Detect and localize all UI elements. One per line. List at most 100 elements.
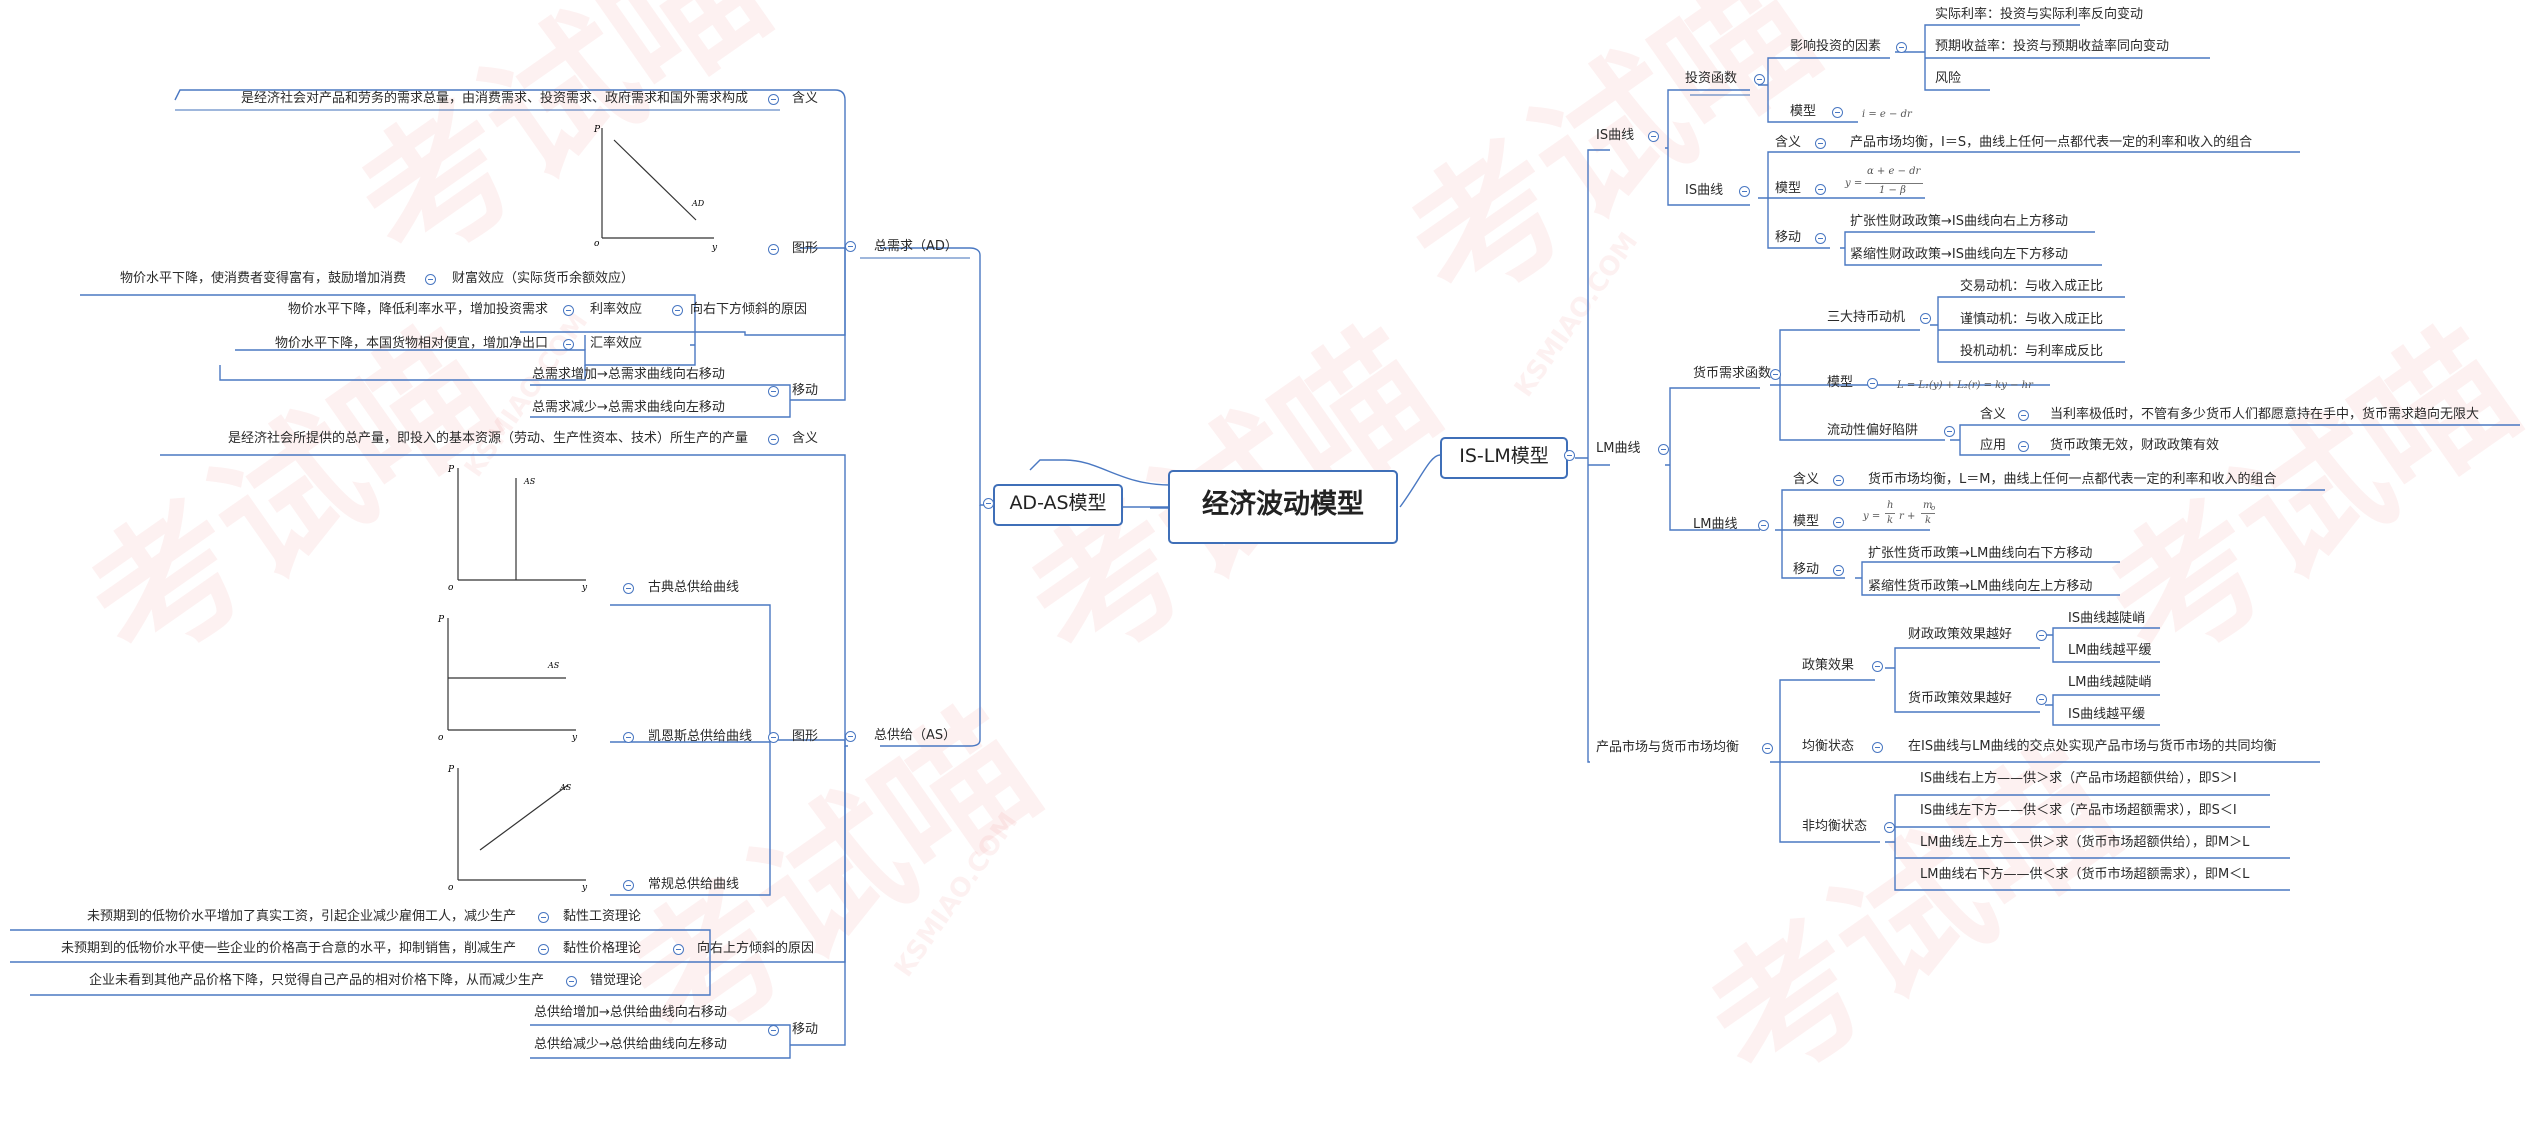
liquidity-trap-label[interactable]: 流动性偏好陷阱 [1827,423,1919,438]
is-model-label[interactable]: 模型 [1775,181,1802,196]
slope-reason-label[interactable]: 向右下方倾斜的原因 [690,302,808,317]
invest-factors-label[interactable]: 影响投资的因素 [1790,39,1882,54]
collapse-icon[interactable] [1564,450,1575,461]
lm-meaning-label[interactable]: 含义 [1793,472,1820,487]
collapse-icon[interactable] [768,1025,779,1036]
collapse-icon[interactable] [1648,131,1659,142]
is-node[interactable]: IS曲线 [1596,128,1635,143]
collapse-icon[interactable] [2018,410,2029,421]
effect-rate-name[interactable]: 利率效应 [590,302,643,317]
invest-function-node[interactable]: 投资函数 [1685,71,1738,86]
collapse-icon[interactable] [1872,742,1883,753]
collapse-icon[interactable] [1758,520,1769,531]
imbalance-label[interactable]: 非均衡状态 [1802,819,1868,834]
as-graph-p: P [447,765,455,775]
ad-graph-label[interactable]: 图形 [792,241,819,256]
collapse-icon[interactable] [1833,475,1844,486]
collapse-icon[interactable] [1658,444,1669,455]
collapse-icon[interactable] [1815,184,1826,195]
is-move-label[interactable]: 移动 [1775,230,1802,245]
as-meaning-text: 是经济社会所提供的总产量，即投入的基本资源（劳动、生产性资本、技术）所生产的产量 [227,431,748,446]
invest-model-label[interactable]: 模型 [1790,104,1817,119]
collapse-icon[interactable] [768,244,779,255]
collapse-icon[interactable] [1872,661,1883,672]
collapse-icon[interactable] [566,976,577,987]
ad-move-label[interactable]: 移动 [792,383,819,398]
collapse-icon[interactable] [768,732,779,743]
classical-as-curve-name[interactable]: 古典总供给曲线 [648,580,740,595]
collapse-icon[interactable] [1815,138,1826,149]
collapse-icon[interactable] [1815,233,1826,244]
as-graph-curve: AS [523,477,536,486]
collapse-icon[interactable] [563,339,574,350]
collapse-icon[interactable] [845,241,856,252]
collapse-icon[interactable] [2018,441,2029,452]
money-demand-node[interactable]: 货币需求函数 [1693,366,1772,381]
policy-effect-label[interactable]: 政策效果 [1802,658,1855,673]
collapse-icon[interactable] [1739,186,1750,197]
collapse-icon[interactable] [538,912,549,923]
collapse-icon[interactable] [673,944,684,955]
collapse-icon[interactable] [1867,378,1878,389]
collapse-icon[interactable] [1754,74,1765,85]
collapse-icon[interactable] [563,305,574,316]
is-meaning-label[interactable]: 含义 [1775,135,1802,150]
lm-curve-node[interactable]: LM曲线 [1693,517,1738,532]
motives-label[interactable]: 三大持币动机 [1827,310,1906,325]
as-meaning-label[interactable]: 含义 [792,431,819,446]
sticky-price-name[interactable]: 黏性价格理论 [563,941,642,956]
collapse-icon[interactable] [623,732,634,743]
collapse-icon[interactable] [1944,426,1955,437]
lm-node[interactable]: LM曲线 [1596,441,1641,456]
as-node[interactable]: 总供给（AS） [874,728,957,743]
collapse-icon[interactable] [1920,313,1931,324]
is-lm-model-node[interactable]: IS-LM模型 [1440,437,1568,479]
collapse-icon[interactable] [538,944,549,955]
ad-graph-y: y [711,243,718,253]
keynes-as-curve-name[interactable]: 凯恩斯总供给曲线 [648,729,753,744]
money-demand-formula: L = L₁(y) + L₂(r) = ky − hr [1897,380,2033,391]
collapse-icon[interactable] [768,94,779,105]
balance-label[interactable]: 均衡状态 [1802,739,1855,754]
collapse-icon[interactable] [1833,517,1844,528]
is-curve-node[interactable]: IS曲线 [1685,183,1724,198]
illusion-name[interactable]: 错觉理论 [590,973,643,988]
motive-2: 谨慎动机：与收入成正比 [1960,312,2104,327]
collapse-icon[interactable] [768,386,779,397]
collapse-icon[interactable] [768,434,779,445]
fiscal-effect-label[interactable]: 财政政策效果越好 [1908,627,2013,642]
normal-as-curve-name[interactable]: 常规总供给曲线 [648,877,740,892]
money-demand-model-label[interactable]: 模型 [1827,375,1854,390]
collapse-icon[interactable] [1762,743,1773,754]
ad-meaning-label[interactable]: 含义 [792,91,819,106]
sticky-wage-name[interactable]: 黏性工资理论 [563,909,642,924]
as-graph-label[interactable]: 图形 [792,729,819,744]
collapse-icon[interactable] [1896,42,1907,53]
as-slope-reason-label[interactable]: 向右上方倾斜的原因 [697,941,815,956]
collapse-icon[interactable] [2036,630,2047,641]
monetary-effect-label[interactable]: 货币政策效果越好 [1908,691,2013,706]
ad-as-model-node[interactable]: AD-AS模型 [993,484,1123,526]
collapse-icon[interactable] [1770,369,1781,380]
central-topic[interactable]: 经济波动模型 [1168,470,1398,544]
equilibrium-node[interactable]: 产品市场与货币市场均衡 [1596,740,1740,755]
collapse-icon[interactable] [623,880,634,891]
effect-fx-name[interactable]: 汇率效应 [590,336,643,351]
lm-model-label[interactable]: 模型 [1793,514,1820,529]
collapse-icon[interactable] [1832,107,1843,118]
collapse-icon[interactable] [1884,822,1895,833]
collapse-icon[interactable] [2036,694,2047,705]
trap-meaning-label[interactable]: 含义 [1980,407,2007,422]
trap-use-label[interactable]: 应用 [1980,438,2007,453]
as-move-label[interactable]: 移动 [792,1022,819,1037]
collapse-icon[interactable] [983,498,994,509]
collapse-icon[interactable] [845,731,856,742]
lm-move-label[interactable]: 移动 [1793,562,1820,577]
collapse-icon[interactable] [672,305,683,316]
collapse-icon[interactable] [1833,565,1844,576]
as-graph-o: o [448,883,454,893]
effect-wealth-name[interactable]: 财富效应（实际货币余额效应） [452,271,635,286]
ad-node[interactable]: 总需求（AD） [874,239,958,254]
collapse-icon[interactable] [623,583,634,594]
collapse-icon[interactable] [425,274,436,285]
